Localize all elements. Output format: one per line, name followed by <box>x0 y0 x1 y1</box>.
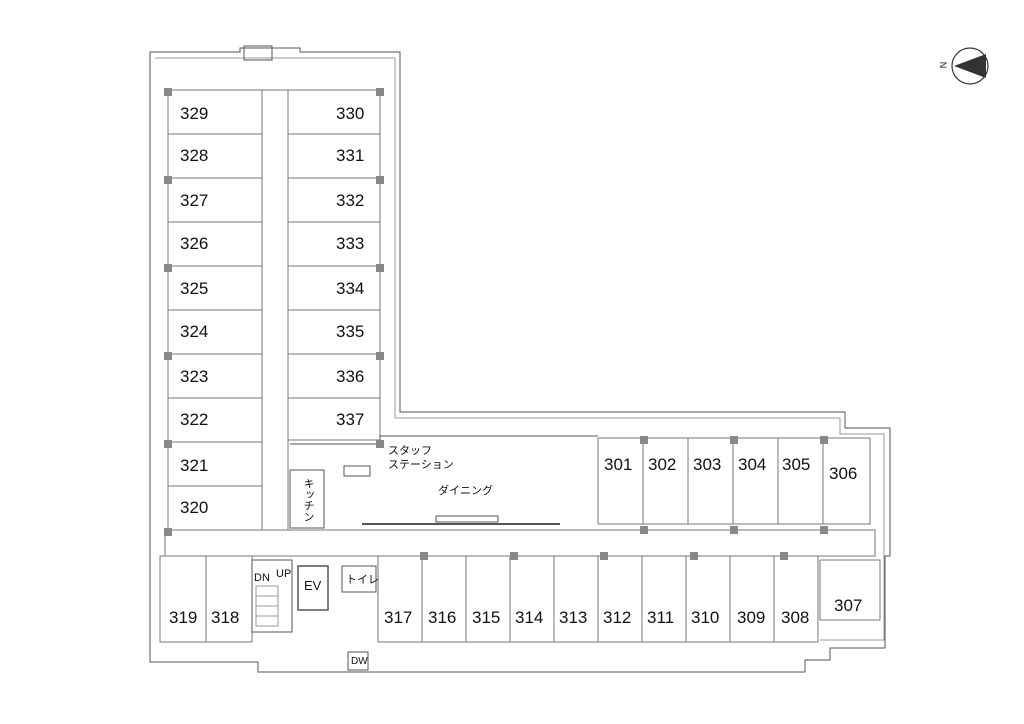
room-308: 308 <box>781 608 810 627</box>
room-316: 316 <box>428 608 457 627</box>
room-330: 330 <box>336 104 365 123</box>
dining-label: ダイニング <box>438 485 493 497</box>
structural-column <box>510 552 518 560</box>
room-307: 307 <box>834 596 863 615</box>
room-333: 333 <box>336 234 365 253</box>
room-318: 318 <box>211 608 240 627</box>
room-327: 327 <box>180 191 209 210</box>
toilet-label: トイレ <box>346 574 379 586</box>
ev-label: EV <box>304 578 322 593</box>
room-313: 313 <box>559 608 588 627</box>
structural-column <box>376 440 384 448</box>
structural-column <box>640 436 648 444</box>
room-322: 322 <box>180 410 209 429</box>
room-317: 317 <box>384 608 413 627</box>
structural-column <box>820 436 828 444</box>
structural-column <box>164 528 172 536</box>
room-305: 305 <box>782 455 811 474</box>
room-325: 325 <box>180 279 209 298</box>
room-314: 314 <box>515 608 544 627</box>
west-corridor <box>261 89 289 531</box>
room-337: 337 <box>336 410 365 429</box>
room-334: 334 <box>336 279 365 298</box>
room-332: 332 <box>336 191 365 210</box>
room-312: 312 <box>603 608 632 627</box>
room-331: 331 <box>336 146 365 165</box>
structural-column <box>164 176 172 184</box>
structural-column <box>690 552 698 560</box>
room-304: 304 <box>738 455 767 474</box>
structural-column <box>600 552 608 560</box>
structural-column <box>420 552 428 560</box>
room-311: 311 <box>647 608 675 627</box>
structural-column <box>376 88 384 96</box>
structural-column <box>164 440 172 448</box>
room-310: 310 <box>691 608 720 627</box>
room-309: 309 <box>737 608 766 627</box>
room-326: 326 <box>180 234 209 253</box>
staff-station-label-1: スタッフ <box>388 445 432 457</box>
room-306: 306 <box>829 464 858 483</box>
compass-north-label: N <box>938 61 949 69</box>
room-319: 319 <box>169 608 198 627</box>
room-320: 320 <box>180 498 209 517</box>
stairwell <box>251 559 293 633</box>
staff-station-label-2: ステーション <box>388 459 454 471</box>
structural-column <box>376 264 384 272</box>
room-336: 336 <box>336 367 365 386</box>
south-corridor <box>164 529 876 557</box>
structural-column <box>780 552 788 560</box>
room-324: 324 <box>180 322 209 341</box>
dn-label: DN <box>254 572 270 584</box>
up-label: UP <box>276 568 292 580</box>
room-302: 302 <box>648 455 677 474</box>
room-315: 315 <box>472 608 501 627</box>
structural-column <box>164 88 172 96</box>
elevator <box>297 565 329 611</box>
structural-column <box>640 526 648 534</box>
kitchen-area <box>289 469 325 529</box>
structural-column <box>164 264 172 272</box>
room-328: 328 <box>180 146 209 165</box>
structural-column <box>820 526 828 534</box>
structural-column <box>376 176 384 184</box>
room-303: 303 <box>693 455 722 474</box>
room-329: 329 <box>180 104 209 123</box>
dw-label: DW <box>351 656 368 667</box>
compass-icon <box>951 47 989 85</box>
structural-column <box>164 352 172 360</box>
room-321: 321 <box>180 456 209 475</box>
room-323: 323 <box>180 367 209 386</box>
building-outline <box>149 47 891 673</box>
structural-column <box>376 352 384 360</box>
kitchen-label: キッチン <box>302 478 314 522</box>
room-335: 335 <box>336 322 365 341</box>
structural-column <box>730 526 738 534</box>
structural-column <box>730 436 738 444</box>
room-301: 301 <box>604 455 633 474</box>
